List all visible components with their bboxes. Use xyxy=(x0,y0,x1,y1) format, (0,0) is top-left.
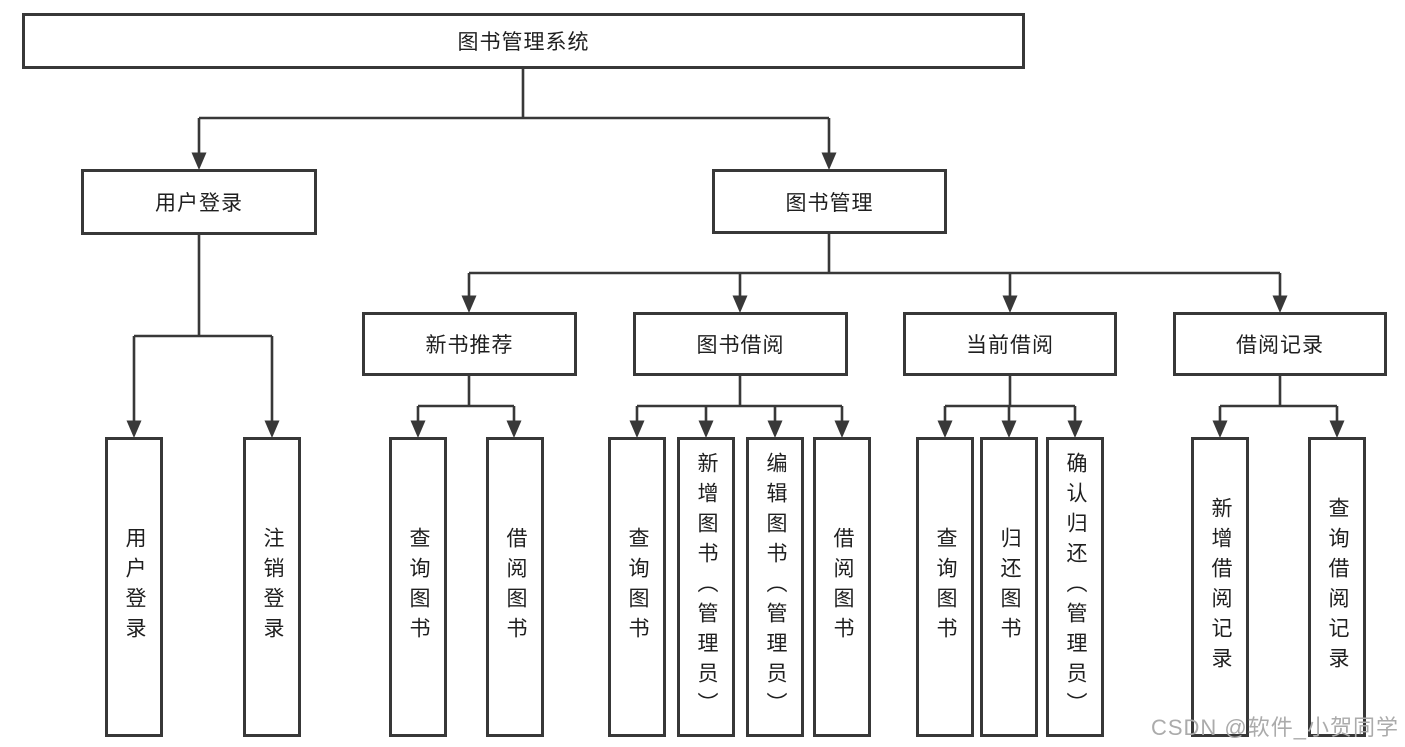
arrowhead-icon xyxy=(264,420,280,438)
node-user-login: 用户登录 xyxy=(105,437,163,737)
edge-borrowrecords-to-children xyxy=(1218,376,1339,421)
node-logout-label: 注销登录 xyxy=(261,527,284,647)
arrowhead-icon xyxy=(698,420,714,438)
node-bb-add-books-admin-label: 新增图书（管理员） xyxy=(695,452,718,722)
node-bb-edit-books-admin-label: 编辑图书（管理员） xyxy=(764,452,787,722)
arrowhead-icon xyxy=(732,295,748,313)
node-logout: 注销登录 xyxy=(243,437,301,737)
node-book-management: 图书管理 xyxy=(712,169,947,234)
arrowheads xyxy=(126,152,1345,438)
arrowhead-icon xyxy=(937,420,953,438)
arrowhead-icon xyxy=(767,420,783,438)
arrowhead-icon xyxy=(1329,420,1345,438)
arrowhead-icon xyxy=(1001,420,1017,438)
node-book-borrowing-label: 图书借阅 xyxy=(696,334,785,357)
node-user-login-group-label: 用户登录 xyxy=(155,192,243,215)
edge-bookmgmt-to-level3 xyxy=(467,233,1282,296)
node-cb-confirm-return-admin-label: 确认归还（管理员） xyxy=(1064,452,1087,722)
node-current-borrowing-label: 当前借阅 xyxy=(966,334,1054,357)
arrowhead-icon xyxy=(834,420,850,438)
node-br-query-record-label: 查询借阅记录 xyxy=(1326,497,1349,677)
node-user-login-group: 用户登录 xyxy=(81,169,317,235)
arrowhead-icon xyxy=(126,420,142,438)
edge-userlogin-to-children xyxy=(132,235,274,421)
arrowhead-icon xyxy=(461,295,477,313)
node-cb-confirm-return-admin: 确认归还（管理员） xyxy=(1046,437,1104,737)
arrowhead-icon xyxy=(191,152,207,170)
node-borrowing-records-label: 借阅记录 xyxy=(1236,334,1324,357)
node-cb-query-books: 查询图书 xyxy=(916,437,974,737)
node-rec-query-books-label: 查询图书 xyxy=(407,527,430,647)
arrowhead-icon xyxy=(1212,420,1228,438)
node-bb-borrow-books: 借阅图书 xyxy=(813,437,871,737)
node-cb-return-books: 归还图书 xyxy=(980,437,1038,737)
edge-currentborrow-to-children xyxy=(943,376,1077,421)
node-new-book-recommend-label: 新书推荐 xyxy=(425,334,514,357)
node-cb-query-books-label: 查询图书 xyxy=(934,527,957,647)
node-bb-query-books-label: 查询图书 xyxy=(626,527,649,647)
node-root: 图书管理系统 xyxy=(22,13,1025,69)
edge-newbookrec-to-children xyxy=(416,376,516,421)
edge-bookborrow-to-children xyxy=(635,376,844,421)
node-rec-borrow-books-label: 借阅图书 xyxy=(504,527,527,647)
edge-root-to-level2 xyxy=(197,69,831,153)
node-br-query-record: 查询借阅记录 xyxy=(1308,437,1366,737)
node-rec-borrow-books: 借阅图书 xyxy=(486,437,544,737)
arrowhead-icon xyxy=(506,420,522,438)
node-book-borrowing: 图书借阅 xyxy=(633,312,848,376)
node-user-login-label: 用户登录 xyxy=(123,527,146,647)
arrowhead-icon xyxy=(821,152,837,170)
node-root-label: 图书管理系统 xyxy=(457,31,590,54)
node-bb-edit-books-admin: 编辑图书（管理员） xyxy=(746,437,804,737)
node-new-book-recommend: 新书推荐 xyxy=(362,312,577,376)
arrowhead-icon xyxy=(1272,295,1288,313)
node-borrowing-records: 借阅记录 xyxy=(1173,312,1387,376)
node-rec-query-books: 查询图书 xyxy=(389,437,447,737)
arrowhead-icon xyxy=(629,420,645,438)
node-current-borrowing: 当前借阅 xyxy=(903,312,1117,376)
csdn-watermark: CSDN @软件_小贺同学 xyxy=(1150,715,1399,740)
arrowhead-icon xyxy=(410,420,426,438)
node-book-management-label: 图书管理 xyxy=(785,191,874,215)
node-bb-add-books-admin: 新增图书（管理员） xyxy=(677,437,735,737)
node-br-add-record: 新增借阅记录 xyxy=(1191,437,1249,737)
node-br-add-record-label: 新增借阅记录 xyxy=(1209,497,1232,677)
arrowhead-icon xyxy=(1002,295,1018,313)
arrowhead-icon xyxy=(1067,420,1083,438)
node-bb-query-books: 查询图书 xyxy=(608,437,666,737)
node-bb-borrow-books-label: 借阅图书 xyxy=(831,527,854,647)
node-cb-return-books-label: 归还图书 xyxy=(998,527,1021,647)
